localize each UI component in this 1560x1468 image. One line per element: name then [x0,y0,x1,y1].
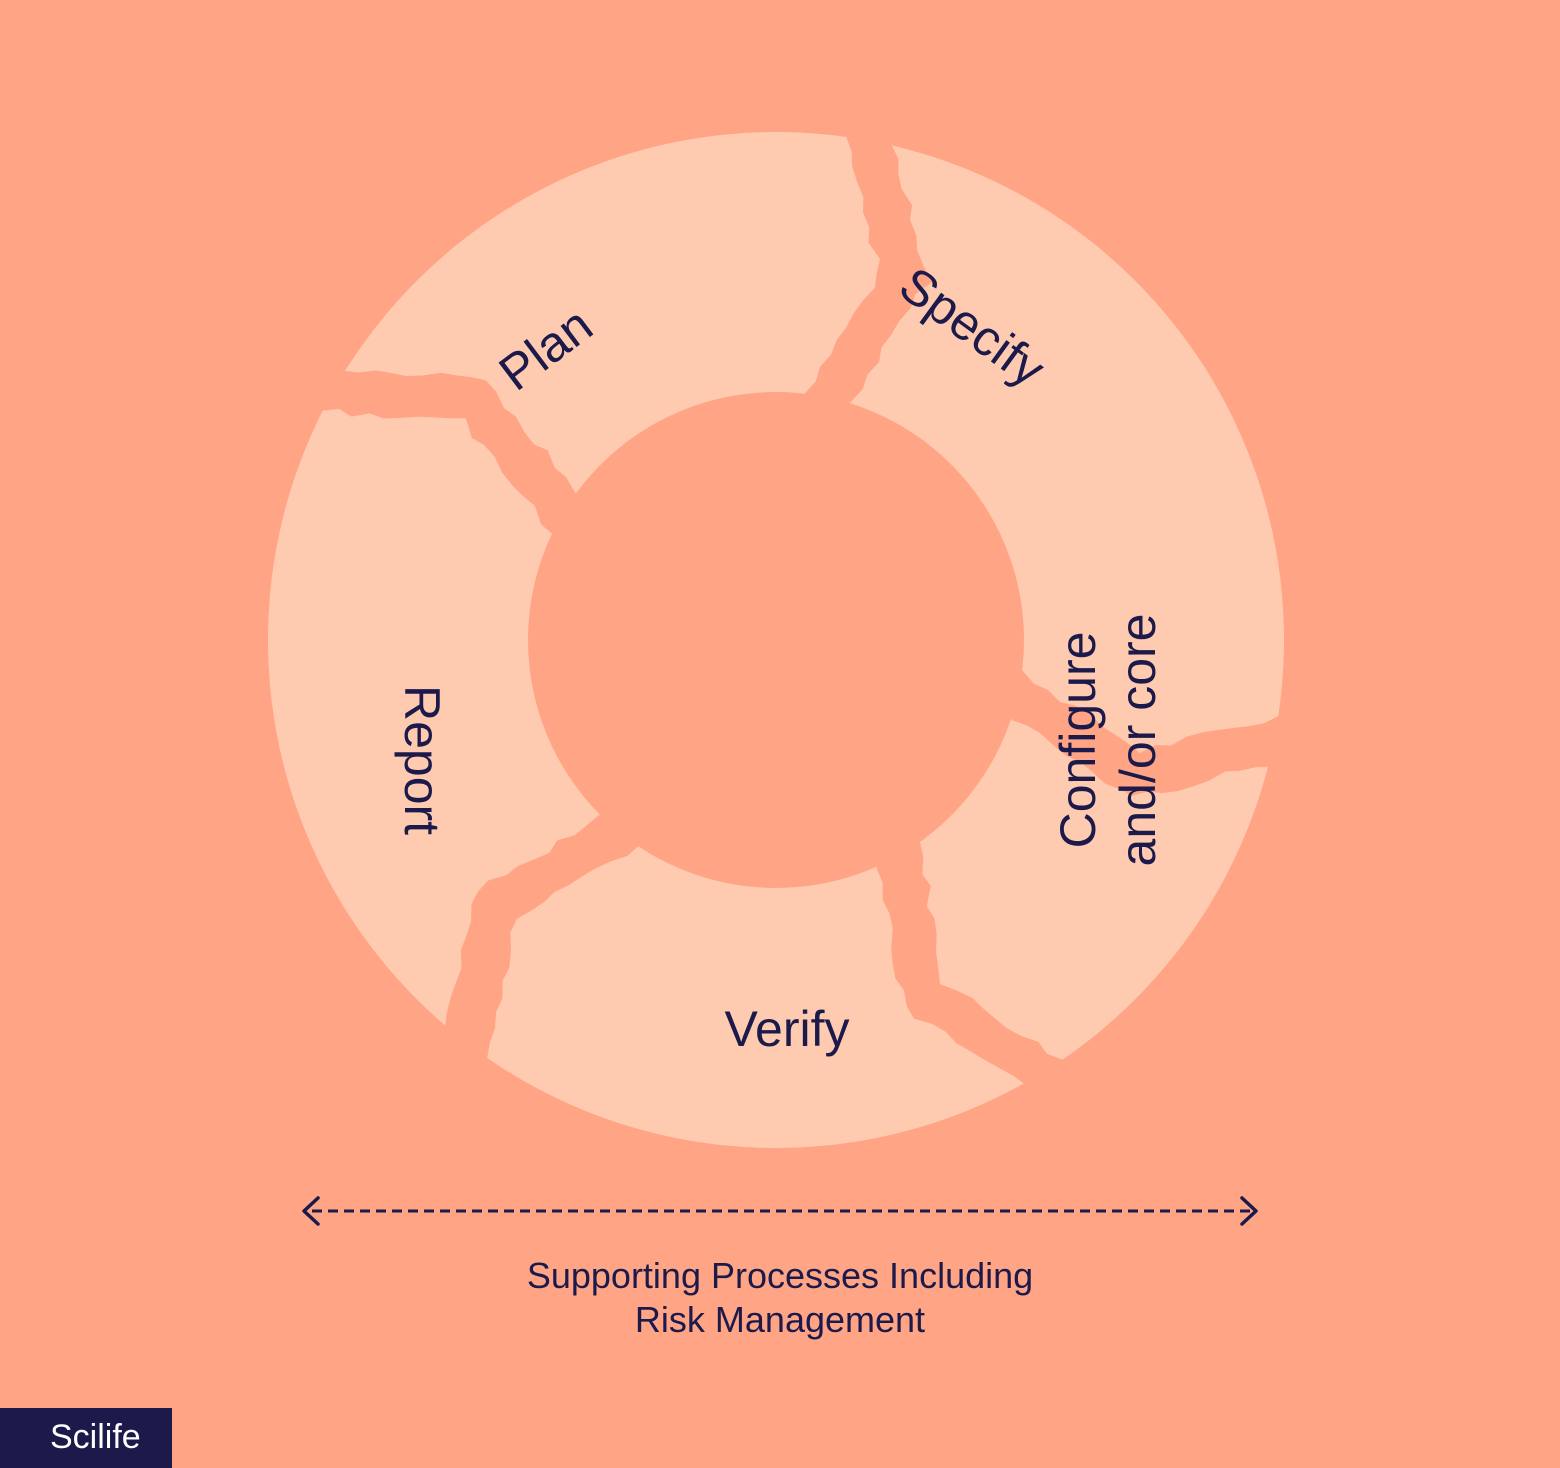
caption: Supporting Processes Including Risk Mana… [380,1254,1180,1342]
segment-label-verify: Verify [724,1001,849,1057]
segment-label-report-line-1: Report [394,685,450,835]
arrow-head-left [302,1196,320,1226]
arrow-head-right [1240,1196,1258,1226]
segment-label-configure-line-1: Configure [1050,632,1106,849]
logo-text: Scilife [50,1418,141,1456]
caption-line-2: Risk Management [634,1299,926,1340]
caption-line-1: Supporting Processes Including [526,1255,1034,1296]
separator-specify-configure [986,654,1310,796]
segment-separators [290,105,1310,1104]
separator-verify-report [440,800,664,1092]
segment-label-configure-line-2: and/or core [1110,614,1166,867]
separator-plan-specify [786,105,933,429]
separator-report-plan [290,367,595,561]
separator-configure-verify [873,809,1089,1104]
scilife-logo: Scilife [0,1408,172,1468]
segment-label-verify-line-1: Verify [724,1001,849,1057]
segment-label-report: Report [394,685,450,835]
double-headed-dashed-arrow [302,1196,1258,1226]
